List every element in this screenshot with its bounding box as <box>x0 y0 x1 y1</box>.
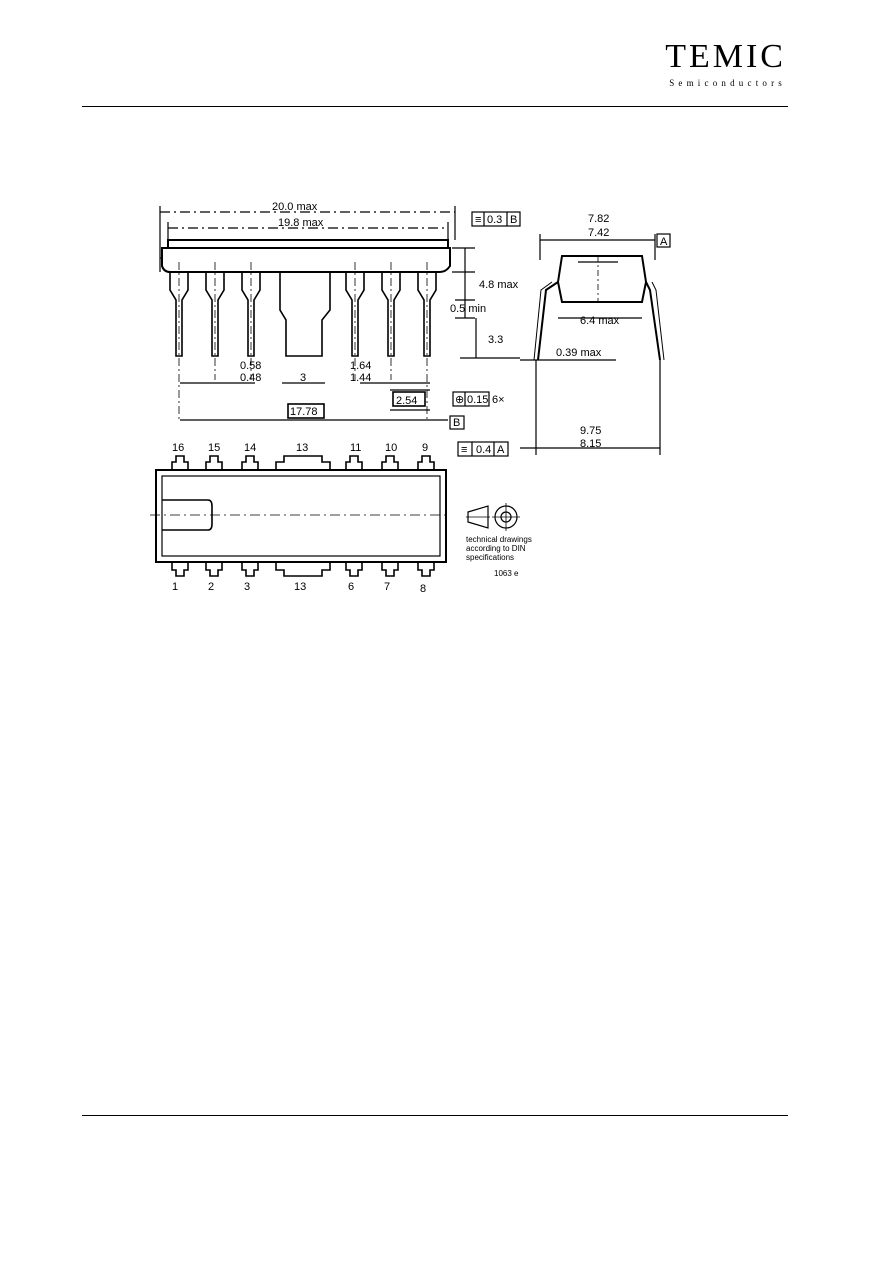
tol-datum-flat: B <box>510 214 517 226</box>
dim-body-length: 19.8 max <box>278 217 324 229</box>
din-note-line-2: according to DIN <box>466 544 526 553</box>
dim-lead-thickness: 0.39 max <box>556 347 602 359</box>
pin-label-16: 16 <box>172 442 184 454</box>
side-view <box>457 233 671 457</box>
brand-subtitle: Semiconductors <box>669 78 786 88</box>
tol-side-datum: A <box>497 444 505 456</box>
pin-label-10: 10 <box>385 442 397 454</box>
pin-label-11: 11 <box>350 442 361 454</box>
dim-center-lead: 3 <box>300 372 306 384</box>
datum-a: A <box>660 236 668 248</box>
pin-label-2: 2 <box>208 581 214 593</box>
dim-lead-spread-max: 9.75 <box>580 425 601 437</box>
dim-lead-width-max: 0.58 <box>240 360 261 372</box>
dim-lead-length: 3.3 <box>488 334 503 346</box>
pin-label-7: 7 <box>384 581 390 593</box>
dim-shoulder-max: 1.64 <box>350 360 371 372</box>
tol-side-value: 0.4 <box>476 444 491 456</box>
datum-b: B <box>453 417 460 429</box>
tol-pos-symbol: ⊕ <box>455 394 464 406</box>
pin-label-13-bottom: 13 <box>294 581 306 593</box>
tol-value-flat: 0.3 <box>487 214 502 226</box>
dim-shoulder-min: 1.44 <box>350 372 371 384</box>
pin-label-9: 9 <box>422 442 428 454</box>
drawing-code: 1063 e <box>494 569 519 578</box>
dim-height: 4.8 max <box>479 279 519 291</box>
pin-label-3: 3 <box>244 581 250 593</box>
tol-symbol-flat: ≡ <box>475 214 481 226</box>
pin-label-8: 8 <box>420 583 426 595</box>
dim-standoff: 0.5 min <box>450 303 486 315</box>
dim-pitch: 2.54 <box>396 395 417 407</box>
dim-pin-span: 17.78 <box>290 406 318 418</box>
tol-pos-count: 6× <box>492 394 505 406</box>
tol-pos-value: 0.15 <box>467 394 488 406</box>
pin-label-15: 15 <box>208 442 220 454</box>
header-rule <box>82 106 788 107</box>
dim-lead-width-min: 0.48 <box>240 372 261 384</box>
din-note-line-1: technical drawings <box>466 535 532 544</box>
din-projection-symbol <box>466 503 520 531</box>
footer-rule <box>82 1115 788 1116</box>
pin-label-14: 14 <box>244 442 256 454</box>
din-note-line-3: specifications <box>466 553 514 562</box>
dim-body-width: 6.4 max <box>580 315 620 327</box>
dim-lead-spread-min: 8.15 <box>580 438 601 450</box>
brand-logo: TEMIC Semiconductors <box>665 38 786 89</box>
dim-overall-length: 20.0 max <box>272 201 318 213</box>
brand-name: TEMIC <box>665 38 786 75</box>
dim-width-min: 7.42 <box>588 227 609 239</box>
top-view <box>150 455 450 577</box>
front-view <box>159 206 521 430</box>
pin-label-1: 1 <box>172 581 178 593</box>
pin-label-13-top: 13 <box>296 442 308 454</box>
pin-label-6: 6 <box>348 581 354 593</box>
dim-width-max: 7.82 <box>588 213 609 225</box>
tol-side-symbol: ≡ <box>461 444 467 456</box>
